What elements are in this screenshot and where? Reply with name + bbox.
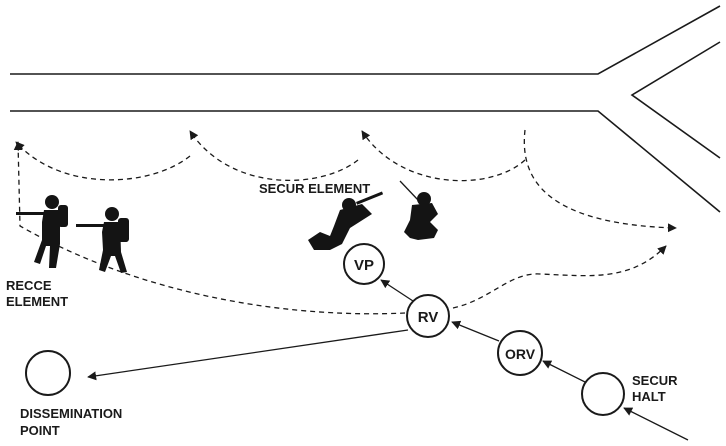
route-scallop-2 bbox=[189, 130, 359, 181]
orv-label: ORV bbox=[505, 346, 536, 362]
recce-label-line2: ELEMENT bbox=[6, 294, 68, 309]
dissemination-label-line1: DISSEMINATION bbox=[20, 406, 122, 421]
road bbox=[10, 5, 721, 213]
arrow-rv-to-vp bbox=[380, 279, 414, 302]
secur-halt-circle bbox=[581, 372, 625, 416]
security-soldier-kneeling-icon bbox=[404, 192, 438, 240]
route-return-west bbox=[13, 141, 406, 315]
node-rv: RV bbox=[406, 294, 450, 338]
movement-arrows bbox=[87, 279, 689, 441]
recce-soldier-1-icon bbox=[16, 195, 68, 268]
road-upper-edge bbox=[10, 5, 721, 75]
vp-circle bbox=[343, 243, 385, 285]
arrow-rv-to-dissemination bbox=[87, 329, 409, 381]
secur-halt-label-line2: HALT bbox=[632, 389, 666, 404]
rv-label: RV bbox=[418, 309, 439, 326]
recce-soldier-2-icon bbox=[76, 207, 129, 273]
recce-label-line1: RECCE bbox=[6, 278, 52, 293]
orv-circle bbox=[497, 330, 543, 376]
arrow-entry-to-halt bbox=[623, 407, 689, 441]
node-orv: ORV bbox=[497, 330, 543, 376]
node-vp: VP bbox=[343, 243, 385, 285]
road-lower-edge bbox=[10, 110, 721, 213]
dissemination-label-line2: POINT bbox=[20, 423, 60, 438]
secur-element-leader bbox=[399, 180, 419, 201]
dissemination-point-circle bbox=[25, 350, 71, 396]
vp-label: VP bbox=[354, 257, 374, 274]
route-loop-east bbox=[452, 245, 667, 309]
arrow-halt-to-orv bbox=[542, 360, 588, 384]
patrol-route-dashed bbox=[13, 129, 677, 315]
rv-circle bbox=[406, 294, 450, 338]
route-scallop-4 bbox=[523, 129, 677, 233]
route-scallop-1 bbox=[15, 141, 191, 181]
security-soldier-prone-icon bbox=[308, 191, 384, 250]
route-scallop-3 bbox=[361, 130, 526, 182]
road-inner-fork bbox=[630, 41, 721, 159]
secur-halt-label-line1: SECUR bbox=[632, 373, 678, 388]
arrow-orv-to-rv bbox=[451, 320, 500, 342]
secur-element-label: SECUR ELEMENT bbox=[259, 181, 370, 196]
